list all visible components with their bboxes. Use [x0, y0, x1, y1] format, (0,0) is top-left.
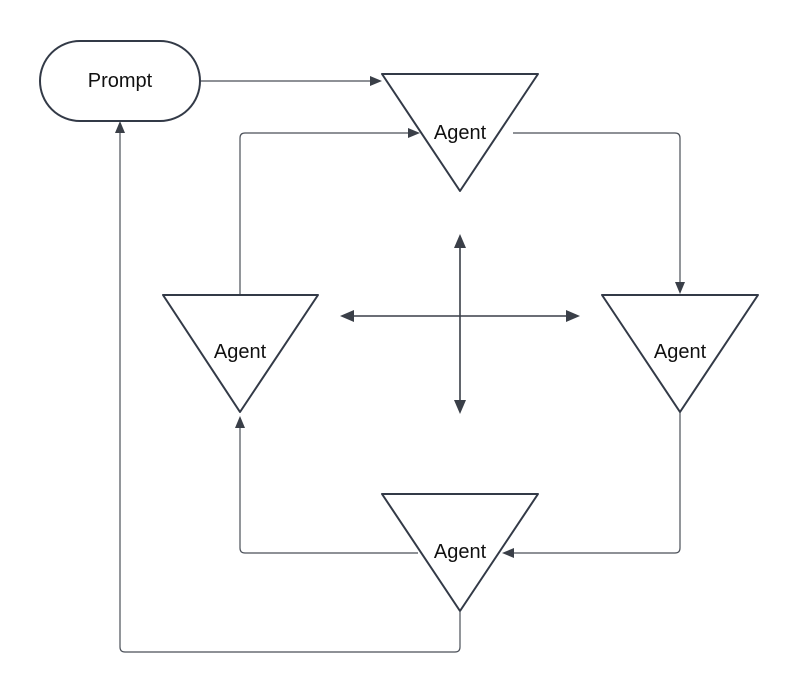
agent-node-right-label: Agent [654, 341, 707, 363]
agent-node-bottom-label: Agent [434, 541, 487, 563]
prompt-node: Prompt [39, 40, 201, 122]
edge-agent-left-to-agent-top [239, 128, 420, 294]
edge-agent-top-to-agent-right [513, 132, 685, 294]
edge-prompt-to-agent-top [200, 76, 382, 86]
agent-node-top: Agent [381, 73, 539, 192]
agent-node-left-label: Agent [214, 341, 267, 363]
center-four-way-arrow-icon [340, 234, 580, 414]
prompt-node-label: Prompt [88, 70, 153, 92]
edge-agent-bottom-to-prompt [115, 121, 461, 653]
edge-agent-right-to-agent-bottom [502, 412, 681, 558]
agent-node-right: Agent [601, 294, 759, 413]
agent-node-left: Agent [162, 294, 319, 413]
edge-agent-bottom-to-agent-left [235, 416, 418, 554]
agent-node-top-label: Agent [434, 122, 487, 144]
agent-node-bottom: Agent [381, 493, 539, 612]
